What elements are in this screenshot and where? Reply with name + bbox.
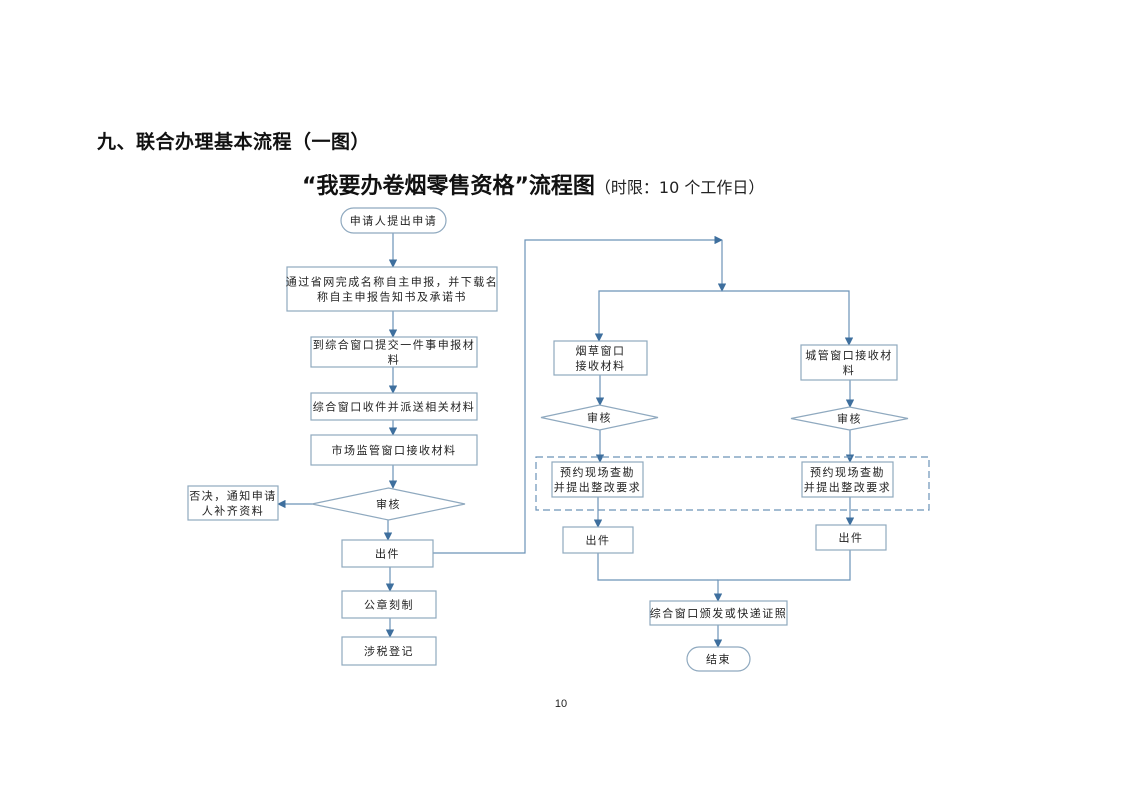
inspection-group-frame — [535, 456, 930, 511]
process-shape — [551, 461, 644, 498]
decision-shape — [311, 487, 466, 521]
node-tobacco-review: 审核 — [540, 404, 659, 431]
node-market-issue: 出件 — [341, 539, 434, 568]
node-label: 并提出整改要求 — [554, 480, 642, 494]
node-label: 申请人提出申请 — [350, 214, 438, 228]
node-label: 综合窗口收件并派送相关材料 — [313, 400, 476, 414]
node-dispatch: 综合窗口收件并派送相关材料 — [310, 392, 478, 421]
process-shape — [815, 524, 887, 551]
flowchart-connectors — [277, 233, 855, 648]
node-label: 预约现场查勘 — [560, 465, 635, 479]
flowchart-nodes: 申请人提出申请通过省网完成名称自主申报，并下载名称自主申报告知书及承诺书到综合窗… — [187, 207, 909, 672]
process-shape — [649, 600, 788, 626]
process-shape — [187, 485, 279, 521]
flowchart-time-limit: （时限：10 个工作日） — [594, 178, 765, 197]
node-market-receive: 市场监管窗口接收材料 — [310, 434, 478, 466]
node-label: 料 — [843, 363, 856, 377]
node-city-issue: 出件 — [815, 524, 887, 551]
node-tax: 涉税登记 — [341, 636, 437, 666]
decision-shape — [790, 406, 909, 431]
process-shape — [801, 461, 894, 498]
process-shape — [341, 636, 437, 666]
process-shape — [341, 539, 434, 568]
node-label: 料 — [388, 353, 401, 367]
connector-market-issue-to-tobacco-receive — [433, 235, 723, 554]
node-label: 到综合窗口提交一件事申报材 — [313, 338, 476, 352]
node-label: 审核 — [376, 497, 401, 511]
process-shape — [553, 340, 648, 376]
node-label: 否决，通知申请 — [189, 489, 277, 503]
node-market-review: 审核 — [311, 487, 466, 521]
node-label: 出件 — [839, 531, 864, 545]
connector-branch-right — [722, 290, 854, 346]
process-shape — [310, 434, 478, 466]
node-final-issue: 综合窗口颁发或快递证照 — [649, 600, 788, 626]
process-shape — [310, 392, 478, 421]
page-number: 10 — [554, 698, 568, 710]
node-tobacco-issue: 出件 — [562, 526, 634, 554]
node-label: 出件 — [375, 547, 400, 561]
node-label: 市场监管窗口接收材料 — [332, 443, 457, 457]
node-label: 人补齐资料 — [202, 504, 265, 518]
connector-branch-left — [594, 290, 722, 342]
terminal-shape — [340, 207, 447, 234]
node-label: 通过省网完成名称自主申报，并下载名 — [286, 275, 499, 289]
flowchart-title-main: “我要办卷烟零售资格”流程图 — [302, 174, 595, 199]
node-label: 审核 — [837, 412, 862, 426]
node-label: 审核 — [587, 411, 612, 425]
terminal-shape — [686, 646, 751, 672]
process-shape — [562, 526, 634, 554]
decision-shape — [540, 404, 659, 431]
process-shape — [800, 344, 898, 381]
node-seal: 公章刻制 — [341, 590, 437, 619]
connector-city-issue-to-final-issue — [713, 550, 851, 602]
node-city-review: 审核 — [790, 406, 909, 431]
node-label: 并提出整改要求 — [804, 480, 892, 494]
node-label: 接收材料 — [576, 359, 626, 373]
section-heading: 九、联合办理基本流程（一图） — [97, 131, 371, 153]
connector-tobacco-issue-to-final-issue — [597, 553, 718, 581]
node-label: 出件 — [586, 533, 611, 547]
node-label: 综合窗口颁发或快递证照 — [650, 606, 788, 620]
process-shape — [286, 266, 498, 312]
node-label: 结束 — [706, 653, 731, 666]
node-start: 申请人提出申请 — [340, 207, 447, 234]
node-label: 烟草窗口 — [576, 344, 626, 358]
node-label: 涉税登记 — [364, 644, 414, 658]
node-label: 预约现场查勘 — [810, 465, 885, 479]
node-label: 称自主申报告知书及承诺书 — [317, 290, 467, 304]
node-label: 城管窗口接收材 — [805, 348, 893, 362]
process-shape — [341, 590, 437, 619]
node-end: 结束 — [686, 646, 751, 672]
node-label: 公章刻制 — [364, 598, 414, 612]
flowchart-title: “我要办卷烟零售资格”流程图（时限：10 个工作日） — [302, 168, 764, 200]
process-shape — [310, 336, 478, 368]
